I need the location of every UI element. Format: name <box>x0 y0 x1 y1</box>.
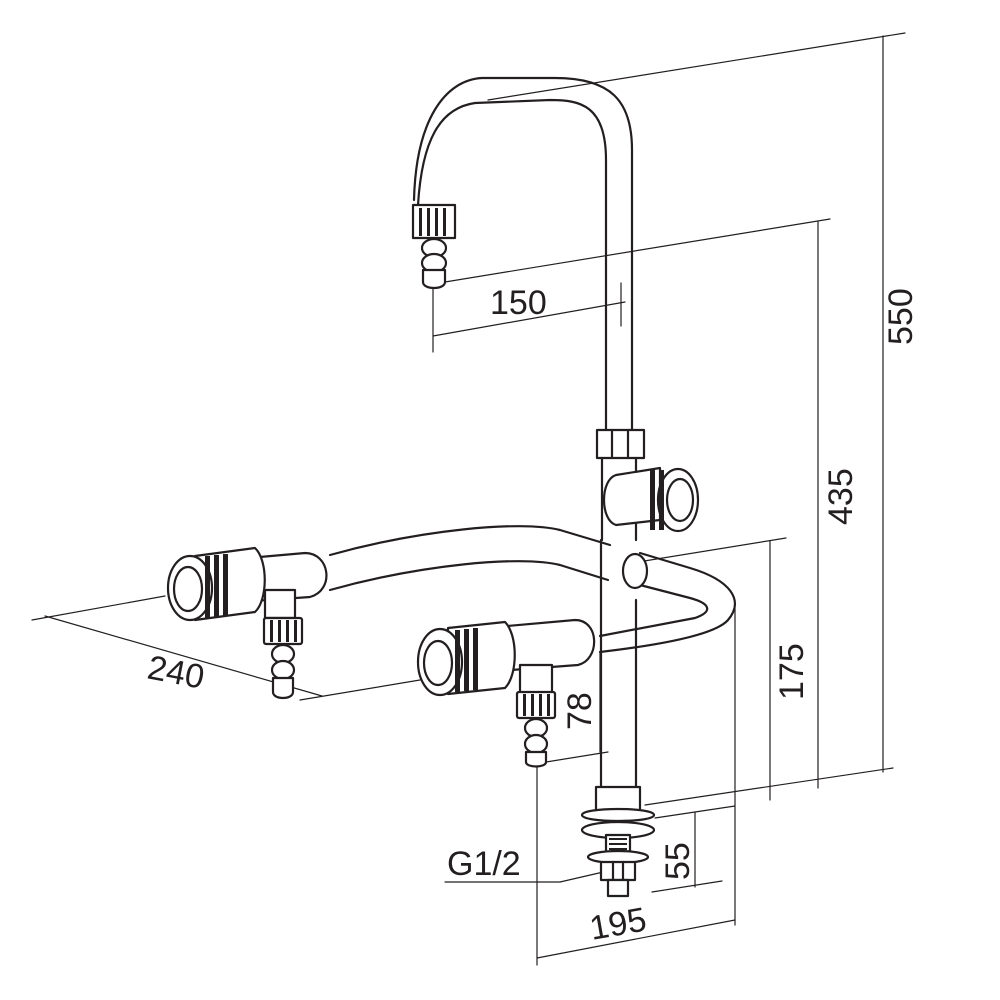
dim-240-label: 240 <box>144 649 207 697</box>
dim-435-label: 435 <box>822 468 860 525</box>
dim-195-label: 195 <box>587 901 649 948</box>
dim-550-label: 550 <box>882 288 920 345</box>
mounting-base <box>580 785 656 898</box>
main-pipe-and-spout <box>411 76 700 789</box>
thread-size-label: G1/2 <box>447 845 521 883</box>
dim-55-label: 55 <box>659 842 697 880</box>
dim-78-label: 78 <box>561 692 599 730</box>
dim-150-label: 150 <box>490 284 547 322</box>
left-outlet-arm <box>166 525 612 700</box>
dimension-labels: 150 550 435 175 240 78 55 195 G1/2 <box>144 284 920 948</box>
dim-175-label: 175 <box>773 643 811 700</box>
right-outlet-arm <box>416 551 736 768</box>
dimension-lines <box>31 32 906 966</box>
